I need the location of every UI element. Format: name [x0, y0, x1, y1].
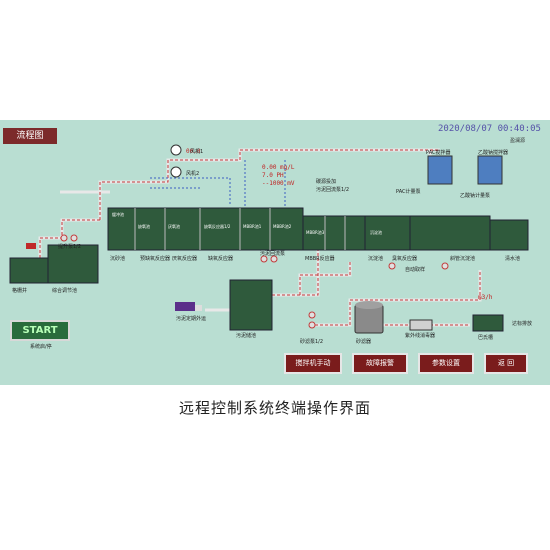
label-ozone: 臭氧反应器 [392, 256, 418, 262]
sand-filter-vessel [354, 304, 384, 334]
readout-1: 0.00 mg/L [262, 164, 295, 171]
label-anaerobic: 厌氧反应器 [172, 256, 198, 262]
tank-label-2: 缺氧池 [138, 224, 150, 229]
label-sludge-truck: 污泥定期外运 [176, 316, 207, 322]
blower1-icon [170, 144, 182, 156]
label-sludge-pump: 污泥回流泵 [260, 251, 286, 257]
start-sublabel: 系统启/停 [30, 344, 52, 350]
clear-water-tank [489, 219, 529, 251]
settle-tank [409, 215, 491, 251]
label-sludge: 污泥储池 [236, 333, 257, 339]
label-sump: 格栅井 [12, 288, 28, 294]
label-sand-filter: 砂滤器 [356, 339, 372, 345]
process-diagram [9, 144, 529, 334]
label-return-pump: 污泥回流泵1/2 [316, 187, 350, 193]
label-lift-pump: 提升泵1/2 [58, 244, 82, 250]
label-fine-settle: 斜管沉淀池 [450, 256, 476, 262]
pump-icons [60, 234, 449, 329]
sump-device [26, 243, 36, 249]
label-outlet: 达标排放 [512, 321, 533, 327]
label-auto-sample: 自动取样 [405, 267, 426, 273]
tank-label-6: MBBR池2 [273, 224, 292, 229]
discharge-pool [472, 314, 504, 332]
label-discharge-pool: 巴氏槽 [478, 335, 494, 341]
label-uv: 紫外线消毒器 [405, 333, 436, 339]
label-blower2: 风机2 [186, 171, 200, 177]
label-pac-tank: PAC搅拌器 [426, 150, 451, 156]
sludge-tank [229, 279, 273, 331]
label-sand-pump: 砂滤泵1/2 [300, 339, 324, 345]
label-anoxic: 缺氧反应器 [208, 256, 234, 262]
tank-label-5: MBBR池1 [243, 224, 262, 229]
uv-unit [409, 319, 433, 331]
param-settings-button[interactable]: 参数设置 [418, 353, 474, 374]
datetime-display: 2020/08/07 00:40:05 [438, 124, 541, 134]
label-dose: 碳源投加 [316, 179, 337, 185]
label-equalization: 综合调节池 [52, 288, 78, 294]
filter-tank [364, 215, 411, 251]
readout-2: 7.0 PH [262, 172, 284, 179]
caption: 远程控制系统终端操作界面 [178, 399, 371, 417]
fault-alarm-button[interactable]: 故障报警 [352, 353, 408, 374]
pam-tank [477, 155, 503, 185]
label-pre-anoxic: 预缺氧反应器 [140, 256, 171, 262]
tank-label-1: 缓冲池 [112, 212, 124, 217]
mixer-manual-button[interactable]: 搅拌机手动 [284, 353, 342, 374]
label-clear: 清水池 [505, 256, 521, 262]
label-pam-tank: 乙酸钠搅拌器 [478, 150, 509, 156]
blower2-icon [170, 166, 182, 178]
sand-filter-top [355, 301, 383, 309]
flow-readout: m3/h [478, 294, 493, 301]
mbbr-tank [302, 215, 366, 251]
sump-tank [9, 257, 49, 284]
back-button[interactable]: 返 回 [484, 353, 528, 374]
label-mbr: MBBR反应器 [305, 256, 335, 262]
label-blower1: 风机1 [190, 149, 204, 155]
start-button[interactable]: START [10, 320, 70, 341]
equalization-tank [47, 244, 99, 284]
sludge-truck-icon [175, 302, 195, 311]
tab-flowchart[interactable]: 流程图 [3, 128, 57, 144]
hmi-screen: 流程图 2020/08/07 00:40:05 盈澜源 [0, 120, 550, 385]
pac-tank [427, 155, 453, 185]
label-grit: 沉砂池 [110, 256, 126, 262]
air-lines [150, 160, 286, 210]
tank-label-8: 沉淀池 [370, 230, 382, 235]
tank-label-7: MBBR池3 [306, 230, 325, 235]
label-filter: 沉淀池 [368, 256, 384, 262]
truck-cab [195, 305, 202, 311]
small-readout: 00.0 [186, 148, 201, 155]
readout-3: --1000 mV [262, 180, 295, 187]
tank-label-3: 厌氧池 [168, 224, 180, 229]
compartment-dividers [134, 208, 346, 250]
brand-label: 盈澜源 [510, 138, 526, 144]
label-pac-pump: PAC计量泵 [396, 189, 421, 195]
tank-label-4: 缺氧反应器1/2 [204, 224, 231, 229]
label-pam-pump: 乙酸钠计量泵 [460, 193, 491, 199]
